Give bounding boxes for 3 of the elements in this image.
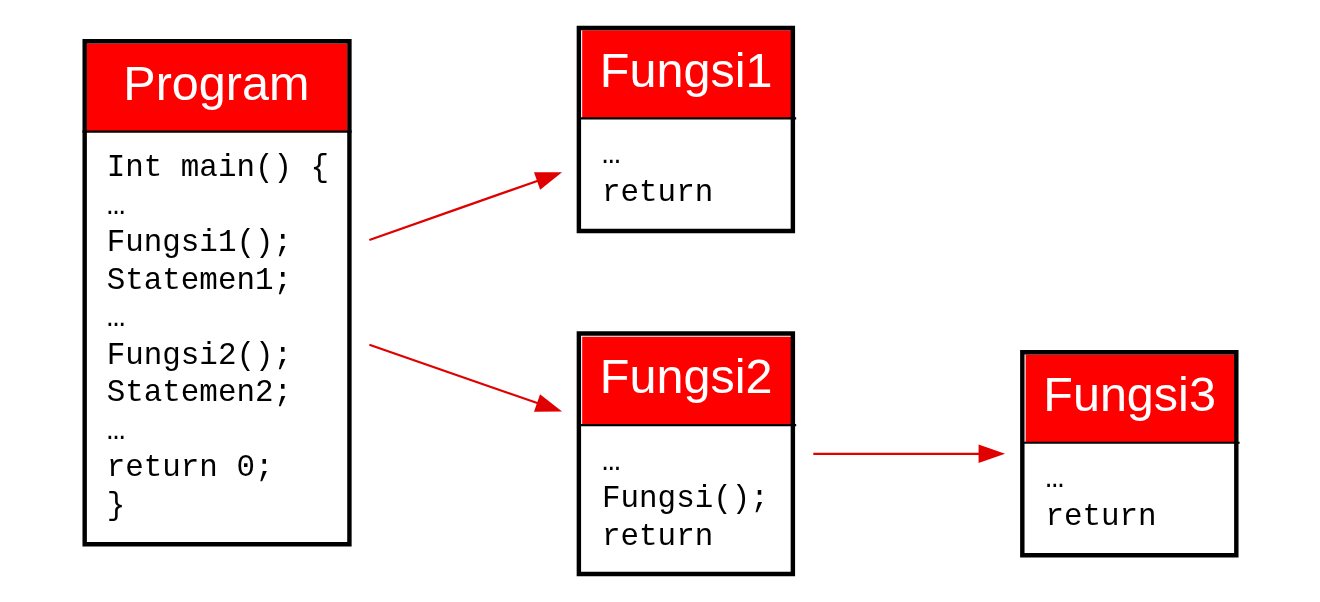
arrow (368, 172, 562, 241)
arrow (368, 343, 562, 412)
arrow (812, 444, 1005, 464)
